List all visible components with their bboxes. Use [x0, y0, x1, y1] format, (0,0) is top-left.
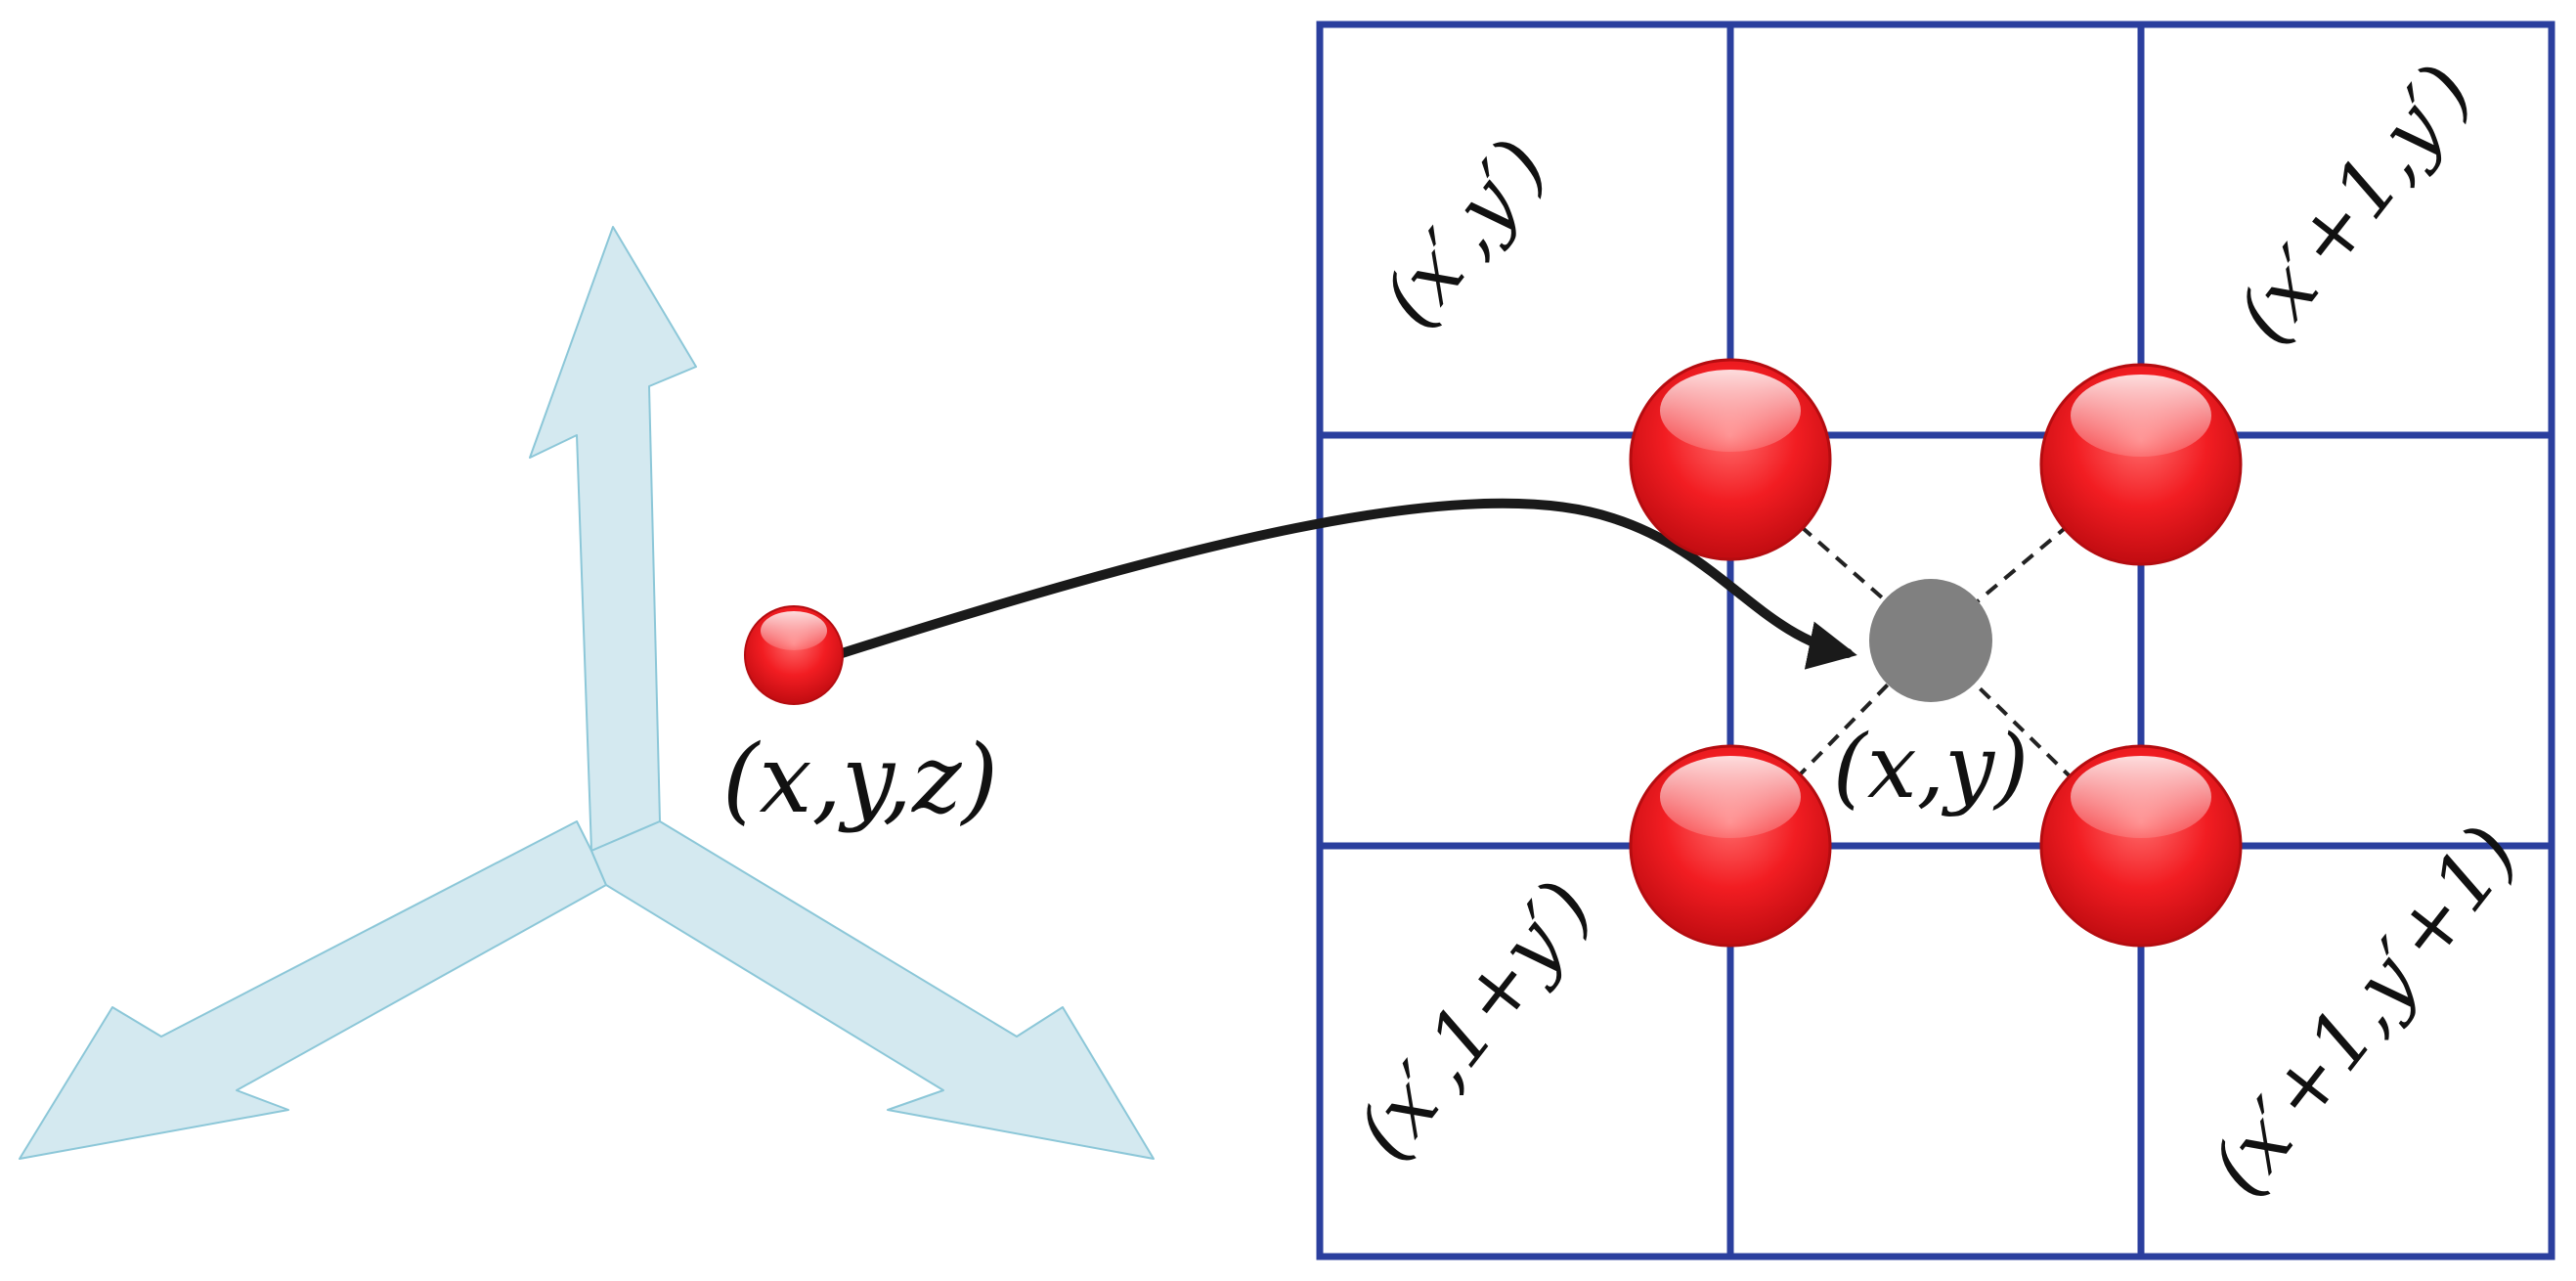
axis-right	[590, 820, 1155, 1160]
neighbor-sphere-top-right	[2039, 363, 2243, 566]
projection-arrow	[831, 498, 1857, 670]
neighbor-sphere-bottom-right	[2039, 744, 2243, 948]
neighbor-sphere-bottom-left	[1629, 744, 1832, 948]
red-sphere-icon	[744, 605, 844, 705]
label-top-left: (x′,y′)	[1365, 122, 1565, 343]
label-projected: (x,y)	[1833, 716, 2029, 818]
label-point3d: (x,y,z)	[722, 725, 998, 834]
axis-up	[529, 226, 697, 852]
neighbor-sphere-top-left	[1629, 358, 1832, 561]
label-top-right: (x′+1,y′)	[2218, 47, 2490, 359]
pixel-grid	[1316, 21, 2555, 1260]
3d-axes-icon	[19, 226, 1155, 1160]
gray-dot-icon	[1869, 579, 1992, 702]
grid-border	[1316, 21, 2555, 1260]
label-bottom-left: (x′,1+y′)	[1338, 863, 1610, 1175]
axis-left	[19, 820, 607, 1160]
label-bottom-right: (x′+1,y′+1)	[2193, 809, 2536, 1212]
